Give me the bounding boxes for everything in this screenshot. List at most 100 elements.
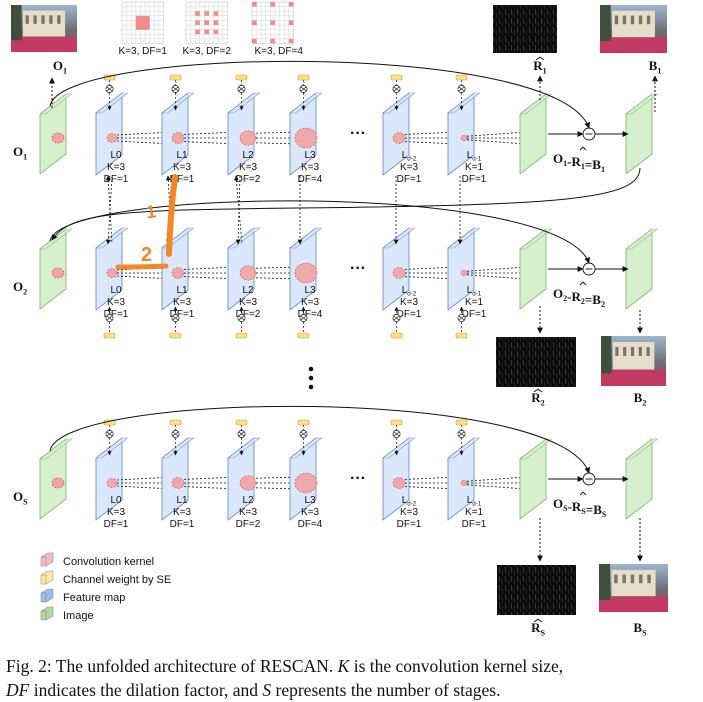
thumb-b2-window xyxy=(646,347,650,356)
kernel-cell xyxy=(135,20,141,25)
channel-weight xyxy=(455,419,468,426)
background-image-top xyxy=(625,438,659,460)
input-label-main: O xyxy=(13,144,23,159)
thumb-b1-tree xyxy=(600,5,611,41)
kernel-cell xyxy=(252,2,257,7)
feature-map xyxy=(227,437,261,521)
layer-name: Ld-2 xyxy=(402,495,417,508)
thumb-rs-label-text-sub: S xyxy=(540,628,545,637)
layer-dilation-factor: DF=4 xyxy=(298,519,323,530)
kernel-grid-label: K=3, DF=1 xyxy=(119,46,168,57)
layer-dilation-factor: DF=2 xyxy=(236,174,261,185)
layer-name-sub: d-1 xyxy=(472,291,482,298)
thumb-b2-tree xyxy=(601,336,612,374)
multiply-sign xyxy=(106,86,113,92)
feature-map-top xyxy=(382,92,416,114)
feature-map-icon-edge xyxy=(41,592,47,602)
kernel-grid-2: K=3, DF=2 xyxy=(183,1,231,57)
feature-map-top xyxy=(161,437,195,459)
layer-name: L3 xyxy=(304,150,316,161)
equation-part: R xyxy=(571,289,581,304)
multiply-sign xyxy=(106,315,113,321)
equation-part: 2 xyxy=(581,297,585,306)
layer-name: L0 xyxy=(110,285,122,296)
kernel-cell xyxy=(252,38,257,44)
layer-kernel-size: K=3 xyxy=(301,162,320,173)
kernel-cell xyxy=(140,25,145,30)
equation-hat xyxy=(579,491,587,496)
multiply-sign xyxy=(300,431,307,437)
layer-name: L2 xyxy=(242,150,254,161)
convolution-kernel xyxy=(106,133,118,143)
layer-dilation-factor: DF=1 xyxy=(462,519,487,530)
thumb-bs-label-main: B xyxy=(633,620,642,635)
hand-annotations: 1 2 xyxy=(115,174,178,270)
channel-weight xyxy=(297,419,310,426)
convolution-kernel xyxy=(51,267,65,279)
kernel-cell xyxy=(213,29,219,35)
feature-map-top xyxy=(382,437,416,459)
caption-df-text: indicates the dilation factor, and xyxy=(33,680,258,700)
channel-weight xyxy=(390,74,403,81)
equation-part: = xyxy=(585,157,592,172)
layer-name-main: L3 xyxy=(304,150,316,161)
thumb-o1-window xyxy=(49,15,53,24)
feature-map xyxy=(447,227,481,311)
background-image xyxy=(625,93,659,175)
layer-name-sub: d-1 xyxy=(472,501,482,508)
kernel-grid-label: K=3, DF=4 xyxy=(255,46,304,57)
layer-kernel-size: K=3 xyxy=(239,507,258,518)
thumb-rs-label-text-main: R xyxy=(531,620,541,635)
thumb-o1-window xyxy=(25,15,29,24)
convolution-kernel xyxy=(239,265,257,281)
thumb-b2-label: B2 xyxy=(634,390,647,407)
multiply-sign xyxy=(238,315,245,321)
kernel-cell xyxy=(140,15,145,21)
layer-kernel-size: K=3 xyxy=(107,297,126,308)
thumb-bs-window xyxy=(622,574,626,584)
caption-s-var: S xyxy=(262,680,272,700)
thumb-b1-label-sub: 1 xyxy=(657,66,661,75)
feature-map xyxy=(447,92,481,176)
thumb-b2-label-main: B xyxy=(634,390,643,405)
thumb-b2 xyxy=(601,336,666,386)
layer-name: L3 xyxy=(304,285,316,296)
background-image-top xyxy=(625,228,659,250)
thumb-b1-window xyxy=(638,15,643,25)
channel-weight-icon-edge xyxy=(41,574,47,584)
multiply-sign xyxy=(458,86,465,92)
convolution-kernel xyxy=(294,262,318,284)
channel-weight xyxy=(297,74,310,81)
channel-weight xyxy=(169,419,182,426)
layer-dilation-factor: DF=1 xyxy=(462,309,487,320)
thumb-rs xyxy=(497,565,576,615)
kernel-cell xyxy=(204,20,209,25)
residual-image-top xyxy=(519,438,553,460)
layer-ellipsis: ··· xyxy=(350,260,366,277)
kernel-cell xyxy=(204,11,209,16)
layer-name-main: L xyxy=(402,285,408,296)
layer-name: Ld-1 xyxy=(467,150,482,163)
layer-name: L1 xyxy=(176,285,188,296)
layer-dilation-factor: DF=4 xyxy=(298,309,323,320)
layer-dilation-factor: DF=1 xyxy=(104,174,129,185)
equation-part: 2 xyxy=(601,300,605,309)
kernel-cell xyxy=(288,38,294,44)
channel-weight xyxy=(390,332,403,339)
multiply-sign xyxy=(393,86,400,92)
feature-map-top xyxy=(161,92,195,114)
input-label-main: O xyxy=(13,489,23,504)
stage-equation: O1-R1=B1 xyxy=(553,151,605,174)
feature-map-top xyxy=(447,92,481,114)
thumb-rs-label-text: RS xyxy=(531,620,545,637)
convolution-kernel-icon xyxy=(40,552,54,567)
channel-weight xyxy=(169,74,182,81)
stage-equation: OS-RS=BS xyxy=(553,496,607,519)
equation-part: R xyxy=(572,499,582,514)
thumb-o1-label-main: O xyxy=(53,58,63,73)
layer-name: Ld-1 xyxy=(467,495,482,508)
layer-dilation-factor: DF=1 xyxy=(397,309,422,320)
